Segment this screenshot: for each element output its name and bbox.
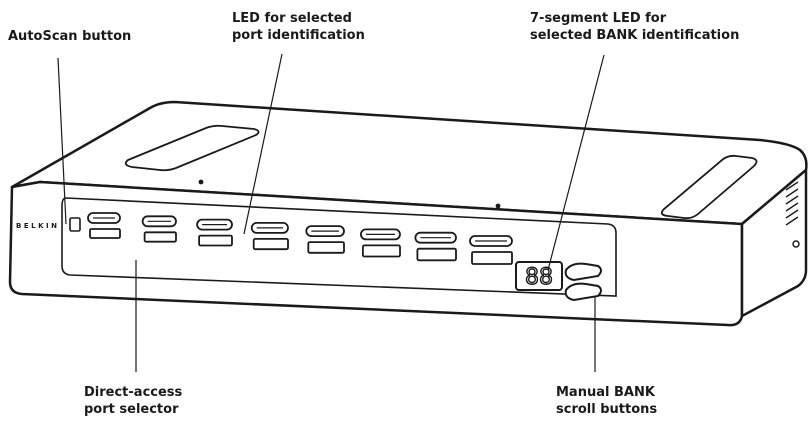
leader-line-bank-led: [547, 54, 605, 271]
leader-line-autoscan: [57, 57, 67, 225]
screw-dot: [495, 203, 501, 209]
top-groove-left: [124, 124, 260, 172]
port-selector-button-6[interactable]: [361, 244, 401, 258]
port-group: [87, 212, 513, 265]
device-top-surface: [10, 100, 808, 226]
bank-scroll-down-button[interactable]: [564, 282, 602, 302]
callout-bank-buttons: Manual BANK scroll buttons: [556, 384, 657, 418]
callout-bank-buttons-line-1: Manual BANK: [556, 385, 655, 400]
callout-port-selector: Direct-access port selector: [84, 384, 182, 418]
front-panel-inset: [61, 197, 617, 297]
callout-autoscan: AutoScan button: [8, 28, 131, 45]
bank-led-display: [515, 261, 563, 291]
port-selector-button-2[interactable]: [143, 231, 177, 243]
brand-logo-text: BELKIN: [16, 222, 59, 230]
top-groove-right: [660, 154, 758, 220]
port-selector-button-4[interactable]: [252, 237, 289, 251]
callout-bank-led-line-1: 7-segment LED for: [530, 11, 667, 26]
port-selector-button-5[interactable]: [307, 241, 345, 254]
callout-autoscan-line-1: AutoScan button: [8, 29, 132, 44]
callout-bank-led-line-2: selected BANK identification: [530, 28, 740, 43]
callout-port-selector-line-1: Direct-access: [84, 385, 183, 400]
port-selector-button-1[interactable]: [89, 228, 121, 239]
port-selector-button-7[interactable]: [416, 247, 457, 262]
callout-port-selector-line-2: port selector: [84, 402, 179, 417]
port-selector-button-3[interactable]: [198, 234, 233, 247]
device-right-side: [740, 168, 808, 318]
callout-bank-led: 7-segment LED for selected BANK identifi…: [530, 10, 739, 44]
leader-line-port-led: [243, 53, 283, 235]
callout-port-led-line-1: LED for selected: [232, 11, 352, 26]
port-selector-button-8[interactable]: [471, 251, 513, 265]
screw-dot: [198, 179, 204, 185]
callout-port-led: LED for selected port identification: [232, 10, 365, 44]
callout-bank-buttons-line-2: scroll buttons: [556, 402, 658, 417]
autoscan-button[interactable]: [69, 217, 81, 232]
side-power-indicator: [792, 240, 800, 248]
callout-port-led-line-2: port identification: [232, 28, 365, 43]
bank-scroll-up-button[interactable]: [564, 262, 602, 282]
side-vents: [785, 181, 799, 226]
